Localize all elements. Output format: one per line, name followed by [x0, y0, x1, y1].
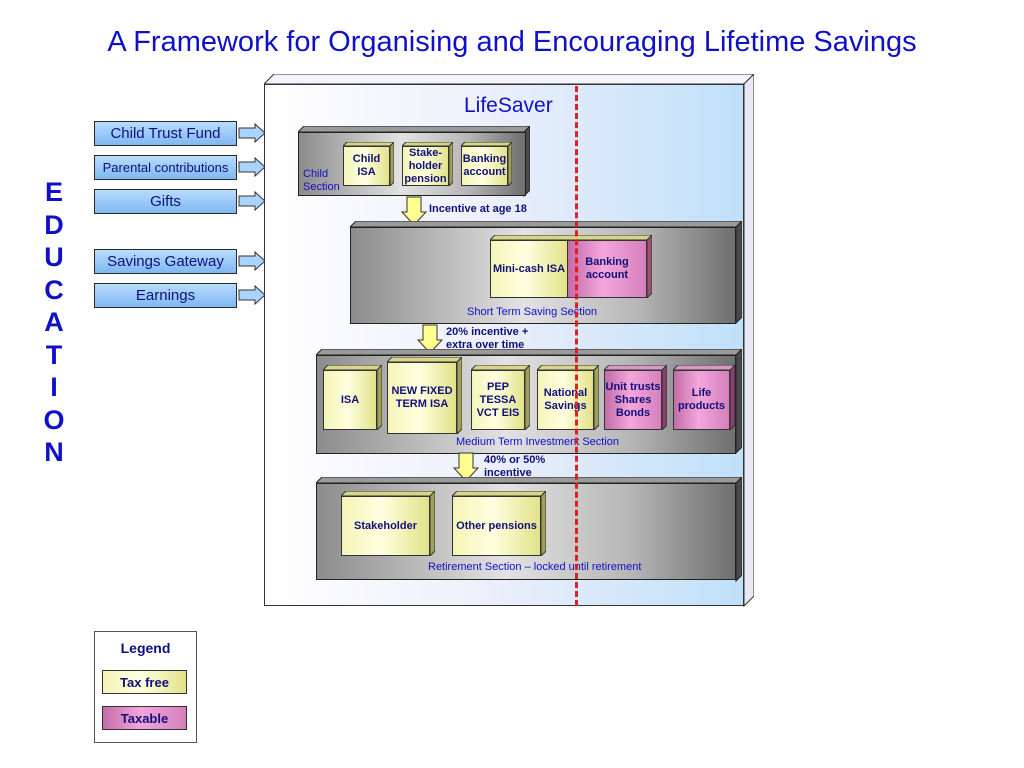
incentive-20-label: 20% incentive + extra over time: [446, 326, 528, 352]
incentive-age-18-label: Incentive at age 18: [429, 203, 527, 215]
other-pensions-box: Other pensions: [452, 496, 541, 556]
legend-taxable: Taxable: [102, 706, 187, 730]
arrow-label-line: 20% incentive +: [446, 326, 529, 338]
unit-trusts-shares-bonds-box: Unit trusts Shares Bonds: [604, 370, 662, 430]
legend-tax-free: Tax free: [102, 670, 187, 694]
input-gifts: Gifts: [94, 189, 237, 214]
education-letter: A: [44, 307, 64, 337]
down-arrow-icon: [453, 452, 479, 482]
page-title: A Framework for Organising and Encouragi…: [107, 26, 917, 58]
down-arrow-icon: [401, 196, 427, 226]
education-letter: T: [45, 339, 63, 370]
child-section-label-line: Section: [303, 181, 340, 193]
incentive-40-50-label: 40% or 50% incentive: [484, 454, 545, 480]
banking-account-child-box: Banking account: [461, 146, 508, 186]
legend: Legend Tax free Taxable: [94, 631, 197, 743]
child-isa-box: Child ISA: [343, 146, 390, 186]
education-letter: N: [44, 437, 64, 467]
down-arrow-icon: [417, 324, 443, 354]
education-letter: U: [44, 242, 64, 272]
short-term-section-label: Short Term Saving Section: [467, 306, 598, 318]
lifesaver-title: LifeSaver: [464, 94, 553, 117]
education-letter: O: [43, 404, 65, 435]
stakeholder-pension-box: Stake-holder pension: [402, 146, 449, 186]
input-arrow-icon: [238, 285, 266, 305]
input-arrow-icon: [238, 157, 266, 177]
life-products-box: Life products: [673, 370, 730, 430]
input-child-trust-fund: Child Trust Fund: [94, 121, 237, 146]
input-parental-contributions: Parental contributions: [94, 155, 237, 180]
child-section-label: Child Section: [303, 168, 340, 194]
child-section-label-line: Child: [303, 168, 329, 180]
education-letter: D: [44, 209, 64, 240]
input-arrow-icon: [238, 191, 266, 211]
education-vertical-label: E D U C A T I O N: [36, 176, 72, 469]
input-savings-gateway: Savings Gateway: [94, 249, 237, 274]
red-dashed-divider: [575, 86, 578, 606]
arrow-label-line: 40% or 50%: [484, 454, 546, 466]
pep-tessa-vct-eis-box: PEP TESSA VCT EIS: [471, 370, 525, 430]
retirement-section-label: Retirement Section – locked until retire…: [428, 561, 642, 573]
education-letter: E: [44, 177, 63, 207]
arrow-label-line: incentive: [484, 467, 532, 479]
mini-cash-isa-box: Mini-cash ISA: [490, 240, 568, 298]
input-arrow-icon: [238, 251, 266, 271]
legend-title: Legend: [120, 640, 171, 656]
isa-box: ISA: [323, 370, 377, 430]
new-fixed-term-isa-box: NEW FIXED TERM ISA: [387, 362, 457, 434]
medium-term-section-label: Medium Term Investment Section: [456, 436, 620, 448]
input-earnings: Earnings: [94, 283, 237, 308]
education-letter: I: [50, 372, 58, 402]
banking-account-short-box: Banking account: [567, 240, 647, 298]
national-savings-box: National Savings: [537, 370, 594, 430]
stakeholder-box: Stakeholder: [341, 496, 430, 556]
education-letter: C: [44, 274, 64, 305]
arrow-label-line: extra over time: [446, 339, 525, 351]
input-arrow-icon: [238, 123, 266, 143]
